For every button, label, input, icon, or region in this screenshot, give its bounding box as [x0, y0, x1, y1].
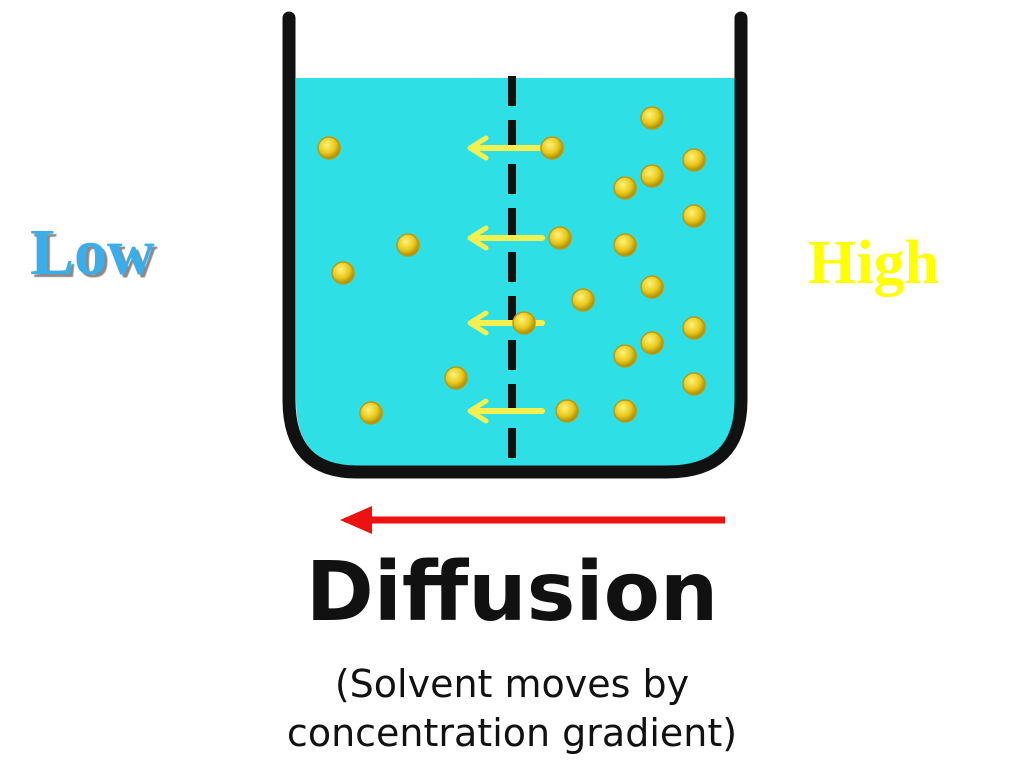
solute-particle-icon	[359, 401, 383, 425]
solute-particle-icon	[640, 106, 664, 130]
solute-particle-icon	[548, 226, 572, 250]
solute-particle-icon	[613, 344, 637, 368]
solute-particles	[317, 106, 706, 425]
solute-particle-icon	[331, 261, 355, 285]
solute-particle-icon	[682, 204, 706, 228]
low-concentration-label: Low	[30, 216, 155, 289]
diagram-subtitle: (Solvent moves by concentration gradient…	[0, 660, 1024, 757]
solute-particle-icon	[317, 136, 341, 160]
solute-particle-icon	[540, 136, 564, 160]
left-arrow-icon	[467, 398, 545, 424]
solute-particle-icon	[640, 164, 664, 188]
solute-particle-icon	[571, 288, 595, 312]
solute-particle-icon	[682, 372, 706, 396]
solute-particle-icon	[613, 399, 637, 423]
gradient-direction-arrow	[340, 506, 725, 534]
beaker-wall	[282, 11, 748, 479]
left-arrow-icon	[467, 225, 545, 251]
solute-particle-icon	[444, 366, 468, 390]
solute-particle-icon	[613, 176, 637, 200]
solute-particle-icon	[640, 331, 664, 355]
high-concentration-label: High	[808, 229, 939, 297]
subtitle-line-2: concentration gradient)	[286, 710, 738, 755]
left-arrow-icon	[467, 135, 545, 161]
solute-particle-icon	[682, 148, 706, 172]
solute-particle-icon	[613, 233, 637, 257]
solute-particle-icon	[640, 275, 664, 299]
solute-particle-icon	[512, 311, 536, 335]
solute-particle-icon	[555, 399, 579, 423]
left-arrow-icon	[340, 506, 372, 534]
subtitle-line-1: (Solvent moves by	[334, 662, 690, 706]
diagram-title: Diffusion	[305, 545, 719, 640]
solute-particle-icon	[682, 316, 706, 340]
solute-particle-icon	[396, 233, 420, 257]
